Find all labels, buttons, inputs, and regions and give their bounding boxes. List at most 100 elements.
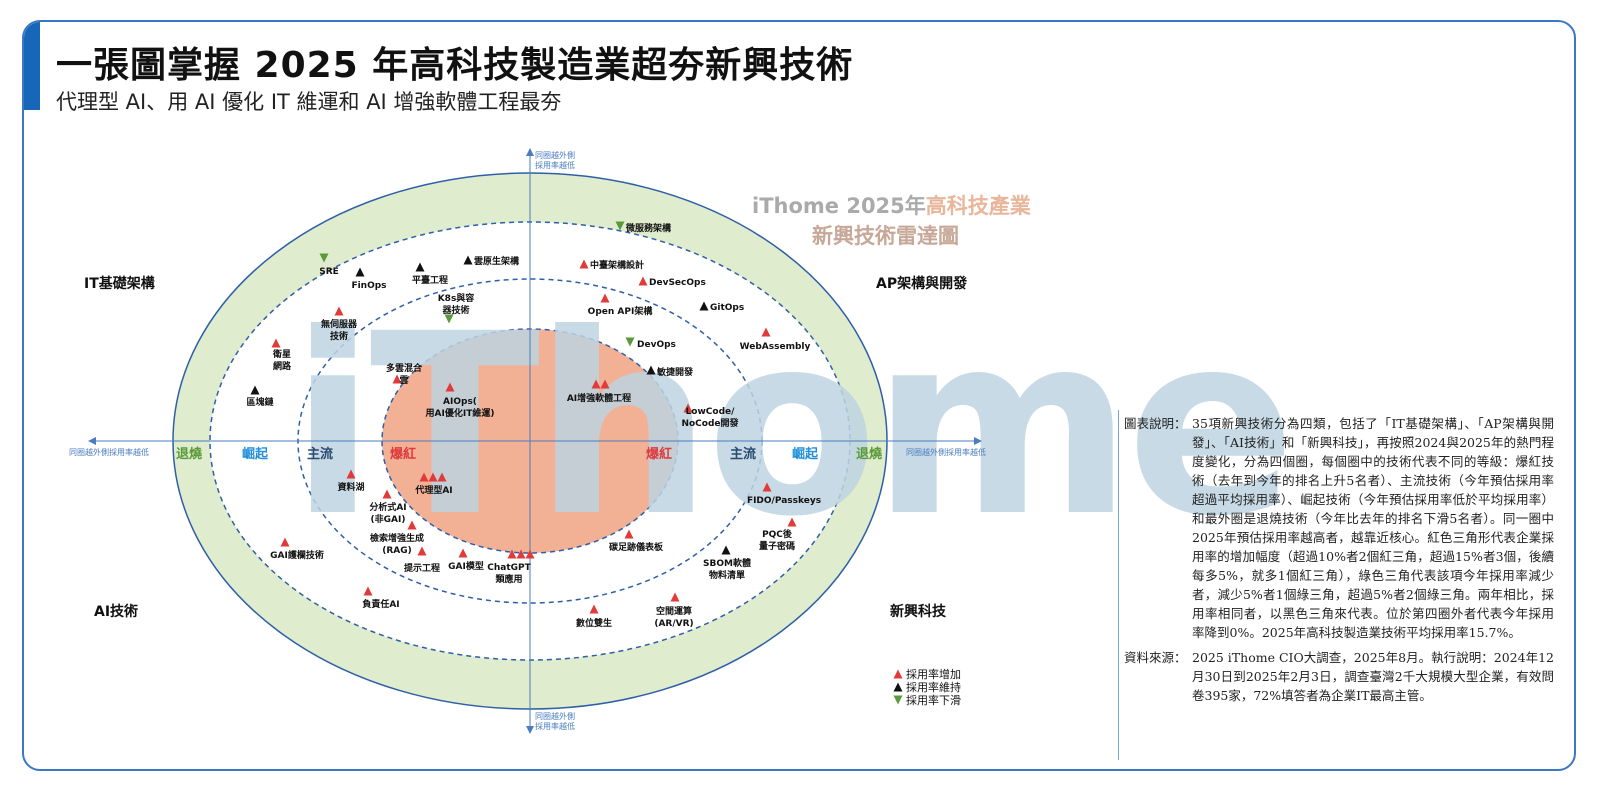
trend-triangle-up	[591, 379, 601, 389]
radar-item: 代理型AI	[414, 472, 453, 496]
radar-item-label: DevOps	[637, 340, 676, 350]
radar-item-label: 微服務架構	[625, 222, 671, 234]
title-accent-bar	[24, 22, 40, 110]
trend-triangle-up	[761, 327, 771, 337]
trend-triangle-down	[319, 253, 329, 263]
radar-item: 資料湖	[337, 469, 365, 493]
radar-item-label: ChatGPT	[487, 563, 531, 573]
radar-item-label: 中臺架構設計	[590, 259, 644, 271]
radar-item: Open API架構	[588, 293, 653, 317]
ring-label-left-hot: 爆紅	[390, 446, 416, 462]
ring-label-left-mainstream: 主流	[307, 446, 333, 462]
axis-label-top-1: 同圈越外側	[535, 150, 575, 160]
radar-item-label: 提示工程	[404, 562, 440, 574]
quadrant-emerging-tech: 新興科技	[890, 603, 947, 620]
radar-item-label: 數位雙生	[576, 617, 612, 629]
radar-item: 平臺工程	[412, 262, 448, 286]
trend-triangle-up	[437, 472, 447, 482]
radar-item-label: 器技術	[441, 304, 469, 316]
trend-triangle-up	[382, 489, 392, 499]
trend-triangle-up	[683, 403, 693, 413]
trend-triangle-up	[624, 529, 634, 539]
trend-triangle-hold	[355, 267, 365, 277]
trend-triangle-hold	[415, 262, 425, 272]
radar-item: 提示工程	[404, 546, 440, 574]
radar-item-label: WebAssembly	[740, 342, 811, 352]
trend-triangle-up	[417, 546, 427, 556]
trend-triangle-up	[638, 276, 648, 286]
trend-triangle-up	[579, 259, 589, 269]
axis-label-bottom-2: 採用率越低	[535, 721, 575, 731]
axis-arrow-down	[526, 726, 534, 734]
quadrant-it-infrastructure: IT基礎架構	[84, 275, 155, 292]
radar-item: 碳足跡儀表板	[609, 529, 664, 553]
radar-item-label: AIOps(	[443, 397, 477, 407]
radar-item-label: 空間運算	[656, 605, 692, 617]
radar-item-label: 負責任AI	[362, 598, 399, 610]
trend-triangle-up	[271, 338, 281, 348]
radar-item: GAI護欄技術	[270, 537, 324, 561]
trend-triangle-down	[444, 314, 454, 324]
radar-item-label: 雲	[399, 374, 408, 386]
trend-triangle-down	[625, 337, 635, 347]
radar-item-label: FinOps	[351, 281, 386, 291]
axis-label-bottom-1: 同圈越外側	[535, 711, 575, 721]
quadrant-ai-technology: AI技術	[94, 603, 138, 620]
radar-item: 數位雙生	[576, 604, 612, 629]
radar-item-label: DevSecOps	[649, 278, 706, 288]
radar-item-label: 雲原生架構	[474, 255, 519, 267]
trend-triangle-up	[280, 537, 290, 547]
radar-item-label: 技術	[330, 330, 348, 342]
radar-item-label: LowCode/	[686, 407, 736, 417]
radar-item-label: Open API架構	[588, 305, 653, 317]
radar-item-label: 資料湖	[337, 481, 364, 493]
trend-triangle-up	[600, 379, 610, 389]
legend-label: 採用率下滑	[906, 693, 961, 707]
data-source: 資料來源： 2025 iThome CIO大調查，2025年8月。執行說明：20…	[1124, 648, 1554, 705]
radar-header-line2: 新興技術雷達圖	[812, 224, 959, 248]
radar-item: AI增強軟體工程	[567, 379, 631, 404]
radar-item-label: SRE	[319, 267, 339, 277]
radar-item-label: NoCode開發	[681, 417, 739, 429]
trend-triangle-up	[363, 586, 373, 596]
radar-item-label: (非GAI)	[371, 513, 406, 525]
radar-item: LowCode/NoCode開發	[681, 403, 740, 429]
radar-item: DevOps	[625, 337, 676, 350]
radar-item: GitOps	[699, 301, 744, 313]
radar-item-label: K8s與容	[438, 292, 475, 304]
radar-item: 區塊鏈	[246, 385, 274, 408]
radar-item: 空間運算(AR/VR)	[654, 592, 694, 629]
radar-item: DevSecOps	[638, 276, 706, 288]
radar-item: WebAssembly	[740, 327, 811, 352]
page-subtitle: 代理型 AI、用 AI 優化 IT 維運和 AI 增強軟體工程最夯	[56, 90, 562, 114]
trend-triangle-up	[787, 517, 797, 527]
tech-radar: iThome iThome 2025年高科技產業 新興技術雷達圖 同圈越外側 採…	[69, 148, 1296, 734]
radar-item-label: 區塊鏈	[246, 396, 273, 408]
legend-triangle-up	[893, 669, 903, 679]
ring-label-left-fading: 退燒	[176, 446, 202, 462]
notes-panel: 圖表說明： 35項新興技術分為四類，包括了「IT基礎架構」、「AP架構與開發」、…	[1124, 414, 1554, 711]
trend-triangle-hold	[250, 385, 260, 395]
ring-label-right-mainstream: 主流	[730, 446, 756, 462]
axis-arrow-right	[974, 437, 982, 445]
radar-item-label: GAI護欄技術	[270, 549, 324, 561]
ring-label-right-hot: 爆紅	[646, 446, 672, 462]
source-label: 資料來源：	[1124, 650, 1187, 665]
trend-triangle-up	[589, 604, 599, 614]
radar-item-label: PQC後	[762, 528, 793, 540]
legend-label: 採用率維持	[906, 680, 961, 694]
trend-triangle-down	[615, 221, 625, 231]
radar-item-label: 分析式AI	[369, 501, 406, 513]
radar-item-label: 量子密碼	[759, 540, 795, 552]
axis-label-right: 同圈越外側採用率越低	[906, 447, 986, 457]
trend-triangle-hold	[646, 365, 656, 375]
radar-item: 雲原生架構	[463, 255, 519, 267]
radar-item: GAI模型	[448, 548, 484, 572]
trend-triangle-up	[419, 472, 429, 482]
